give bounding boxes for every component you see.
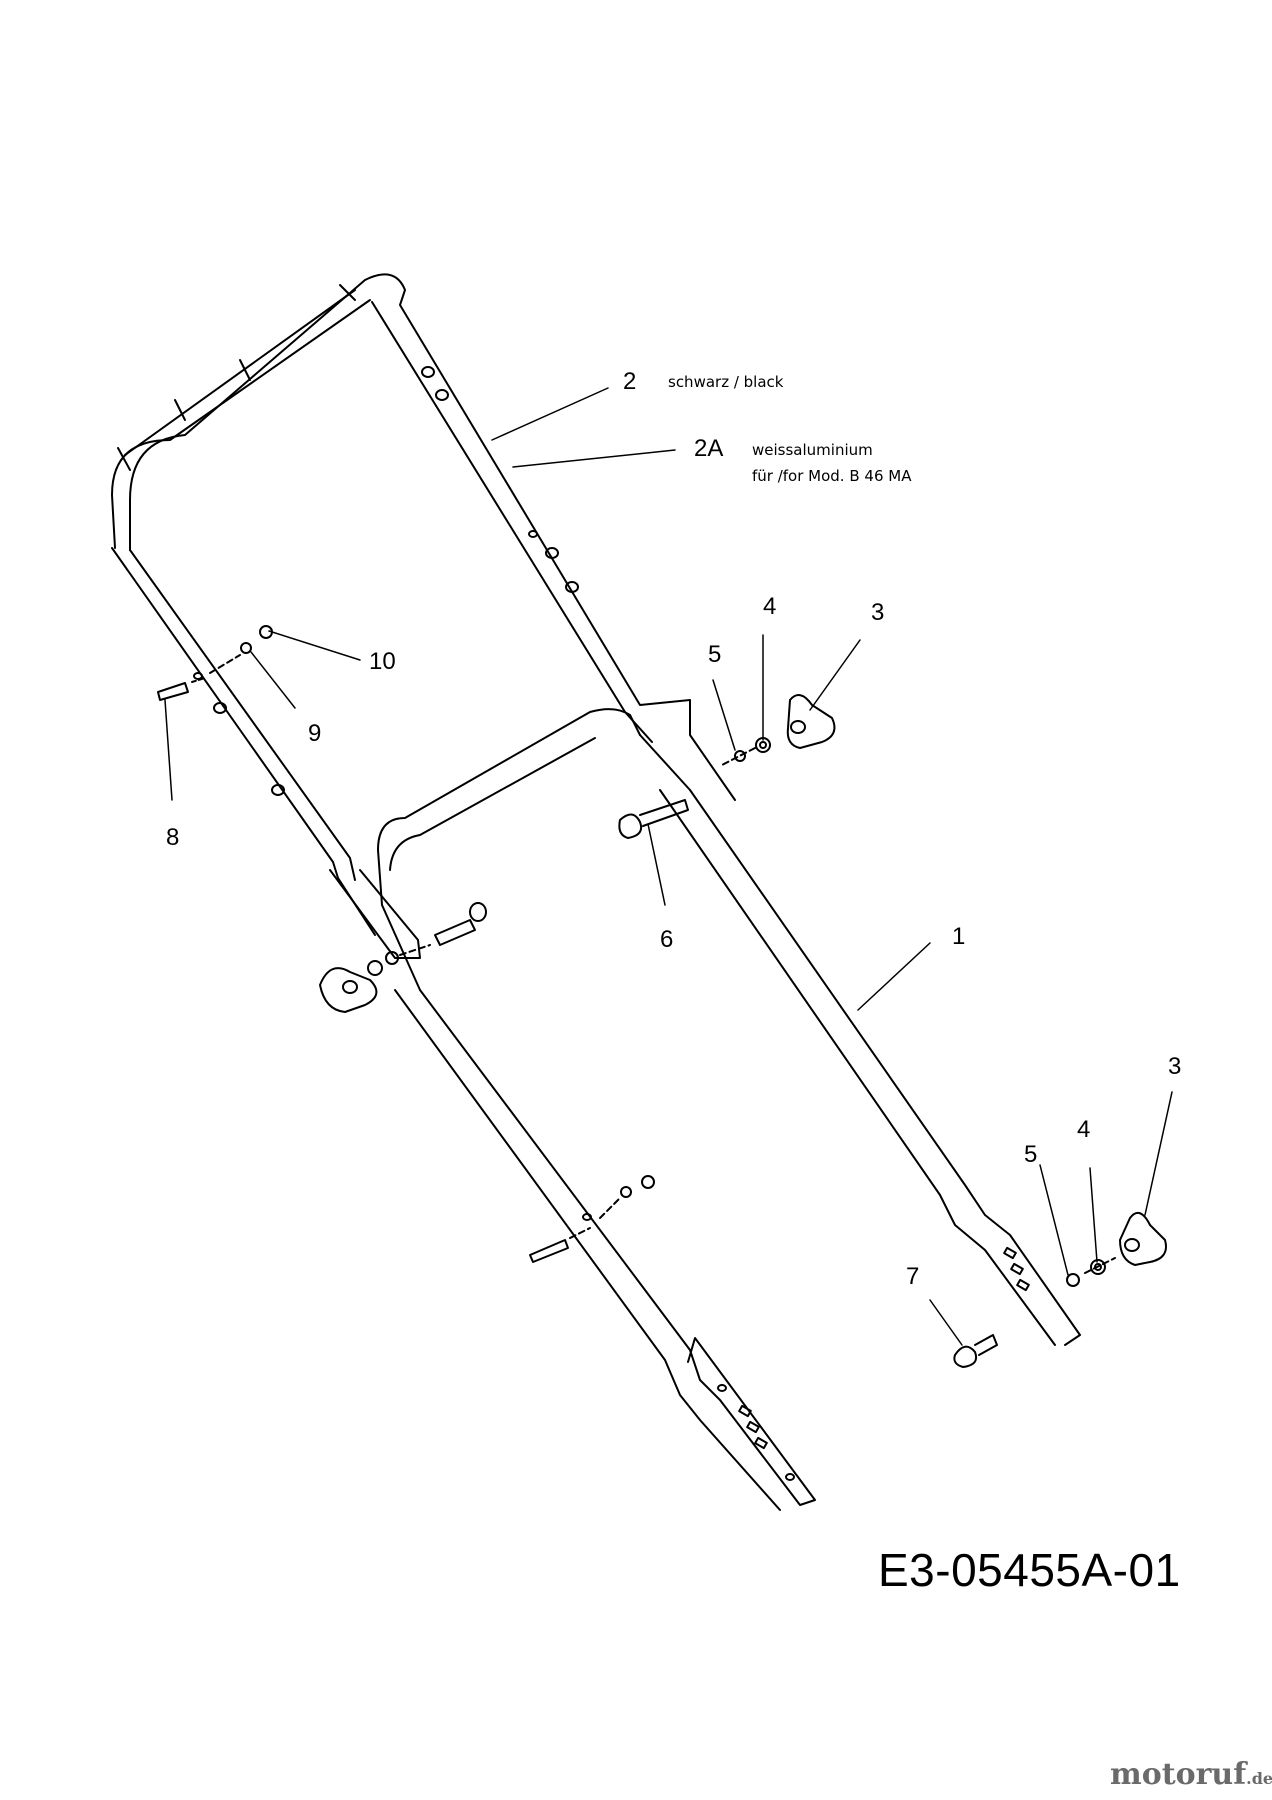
callout-3-lower: 3: [1168, 1053, 1182, 1080]
callout-2: 2: [623, 368, 637, 395]
callout-6: 6: [660, 926, 674, 953]
watermark-suffix: .de: [1246, 1769, 1272, 1788]
callout-2a: 2A: [694, 435, 724, 462]
callout-10: 10: [369, 648, 396, 675]
callout-9: 9: [308, 720, 322, 747]
lower-right-fasteners: [953, 1211, 1167, 1368]
callout-4-lower: 4: [1077, 1116, 1091, 1143]
callout-8: 8: [166, 824, 180, 851]
callout-7: 7: [906, 1263, 920, 1290]
left-middle-fasteners: [319, 902, 487, 1013]
callout-5-lower: 5: [1024, 1141, 1038, 1168]
watermark-logo: motoruf.de: [1110, 1757, 1272, 1792]
callout-5-upper: 5: [708, 641, 722, 668]
note-part-2a-model: für /for Mod. B 46 MA: [752, 467, 912, 485]
watermark-name: motoruf: [1110, 1757, 1247, 1792]
callout-3-upper: 3: [871, 599, 885, 626]
leader-lines: [164, 387, 1173, 1346]
lower-handle: [377, 708, 1081, 1511]
note-part-2-color: schwarz / black: [668, 373, 784, 391]
callout-1: 1: [952, 923, 966, 950]
callout-4-upper: 4: [763, 593, 777, 620]
upper-handle: [111, 273, 736, 959]
note-part-2a-color: weissaluminium: [752, 441, 873, 459]
drawing-number: E3-05455A-01: [878, 1544, 1181, 1596]
left-lower-fasteners: [529, 1175, 655, 1263]
upper-right-fasteners: [618, 694, 836, 839]
